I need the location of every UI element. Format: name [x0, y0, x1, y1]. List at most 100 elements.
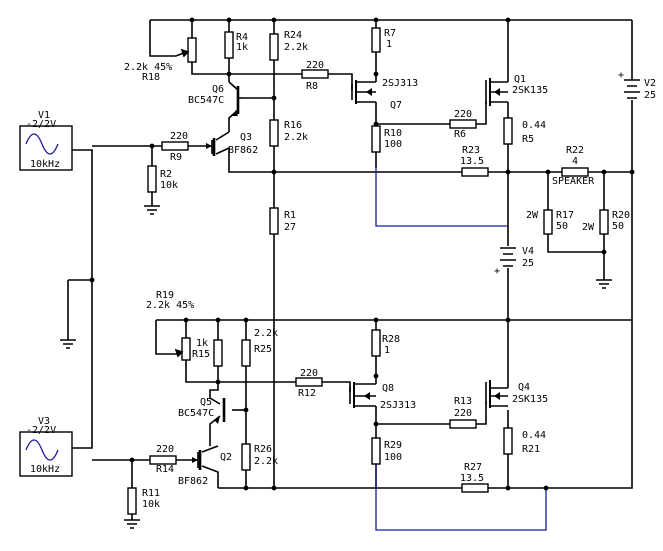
resistor-r10 — [371, 125, 381, 153]
resistors — [127, 27, 609, 515]
potentiometer-r18 — [187, 37, 197, 63]
label-r26-value: 2.2k — [254, 456, 278, 467]
label-r11-name: R11 — [142, 488, 160, 499]
label-r4-value: 1k — [236, 42, 248, 53]
label-q4-name: Q4 — [518, 382, 530, 393]
label-v2-value: 25 — [644, 90, 656, 101]
label-r16-value: 2.2k — [284, 132, 308, 143]
label-r24-value: 2.2k — [284, 42, 308, 53]
junction-dots — [89, 17, 635, 491]
resistor-r5 — [503, 117, 513, 145]
label-v2-name: V2 — [644, 78, 656, 89]
label-r23-name: R23 — [462, 145, 480, 156]
label-r21-value: 0.44 — [522, 430, 546, 441]
potentiometer-r19 — [181, 337, 191, 361]
label-r29-value: 100 — [384, 452, 402, 463]
label-r23-value: 13.5 — [460, 156, 484, 167]
label-r6-value: 220 — [454, 109, 472, 120]
label-r14-name: R14 — [156, 464, 174, 475]
label-r13-name: R13 — [454, 396, 472, 407]
ground-icon — [144, 205, 160, 215]
component-labels: V1 -2/2V 10kHz V3 -2/2V 10kHz + V2 25 V4… — [26, 28, 656, 510]
source-v1 — [19, 125, 73, 171]
label-r7-name: R7 — [384, 28, 396, 39]
resistor-r11 — [127, 487, 137, 515]
resistor-r12 — [295, 377, 323, 387]
label-q7-name: Q7 — [390, 100, 402, 111]
sine-wave-icon — [25, 439, 59, 461]
label-r28-value: 1 — [384, 345, 390, 356]
label-r22-name: R22 — [566, 145, 584, 156]
label-v3-name: V3 — [38, 416, 50, 427]
label-r8-value: 220 — [306, 60, 324, 71]
label-v1-freq: 10kHz — [30, 159, 60, 170]
label-q1-name: Q1 — [514, 74, 526, 85]
label-v3-freq: 10kHz — [30, 464, 60, 475]
label-r18-name: R18 — [142, 72, 160, 83]
label-r17-value: 50 — [556, 221, 568, 232]
label-q5-part: BC547C — [178, 408, 214, 419]
label-r19-value: 2.2k 45% — [146, 300, 194, 311]
label-r15-value: 1k — [196, 338, 208, 349]
label-q4-part: 2SK135 — [512, 394, 548, 405]
label-v1-name: V1 — [38, 110, 50, 121]
resistor-r7 — [371, 27, 381, 53]
label-r20-value: 50 — [612, 221, 624, 232]
label-q3-name: Q3 — [240, 132, 252, 143]
resistor-r15 — [213, 339, 223, 367]
label-r26-name: R26 — [254, 444, 272, 455]
label-r12-value: 220 — [300, 368, 318, 379]
label-q3-part: BF862 — [228, 145, 258, 156]
resistor-r24 — [269, 33, 279, 61]
source-v3 — [19, 431, 73, 477]
label-r10-name: R10 — [384, 128, 402, 139]
label-q5-name: Q5 — [200, 397, 212, 408]
resistor-r9 — [161, 141, 189, 151]
signal-sources — [19, 125, 73, 477]
resistor-r8 — [301, 69, 329, 79]
label-r17-name: R17 — [556, 210, 574, 221]
label-r12-name: R12 — [298, 388, 316, 399]
label-r5-value: 0.44 — [522, 120, 546, 131]
label-r25-name: R25 — [254, 344, 272, 355]
resistor-r25 — [241, 339, 251, 367]
resistor-r20 — [599, 209, 609, 235]
resistor-r28 — [371, 329, 381, 357]
resistor-r4 — [224, 31, 234, 59]
label-q8-part: 2SJ313 — [380, 400, 416, 411]
battery-v2 — [624, 79, 640, 99]
label-r21-name: R21 — [522, 444, 540, 455]
label-r4-name: R4 — [236, 32, 248, 43]
label-r2-name: R2 — [160, 169, 172, 180]
label-v4-name: V4 — [522, 246, 534, 257]
label-q7-part: 2SJ313 — [382, 78, 418, 89]
label-r2-value: 10k — [160, 180, 178, 191]
label-r27-value: 13.5 — [460, 473, 484, 484]
label-r15-name: R15 — [192, 349, 210, 360]
battery-v4 — [500, 247, 516, 267]
label-r1-value: 27 — [284, 222, 296, 233]
label-r24-name: R24 — [284, 30, 302, 41]
label-r16-name: R16 — [284, 120, 302, 131]
sine-wave-icon — [25, 133, 59, 155]
label-r5-name: R5 — [522, 134, 534, 145]
label-r8-name: R8 — [306, 81, 318, 92]
label-r22-value: 4 — [572, 156, 578, 167]
label-r14-value: 220 — [156, 444, 174, 455]
label-v4-value: 25 — [522, 258, 534, 269]
label-r1-name: R1 — [284, 210, 296, 221]
feedback-wires — [375, 168, 547, 531]
resistor-r6 — [449, 119, 477, 129]
label-v3-value: -2/2V — [26, 425, 56, 436]
resistor-r29 — [371, 437, 381, 465]
resistor-r27 — [461, 483, 489, 493]
label-q2-part: BF862 — [178, 476, 208, 487]
label-r18-value: 2.2k 45% — [124, 62, 172, 73]
label-r11-value: 10k — [142, 499, 160, 510]
resistor-r14 — [149, 455, 177, 465]
label-r22-speaker: SPEAKER — [552, 176, 595, 187]
potentiometers — [174, 37, 197, 361]
resistor-r17 — [543, 209, 553, 235]
